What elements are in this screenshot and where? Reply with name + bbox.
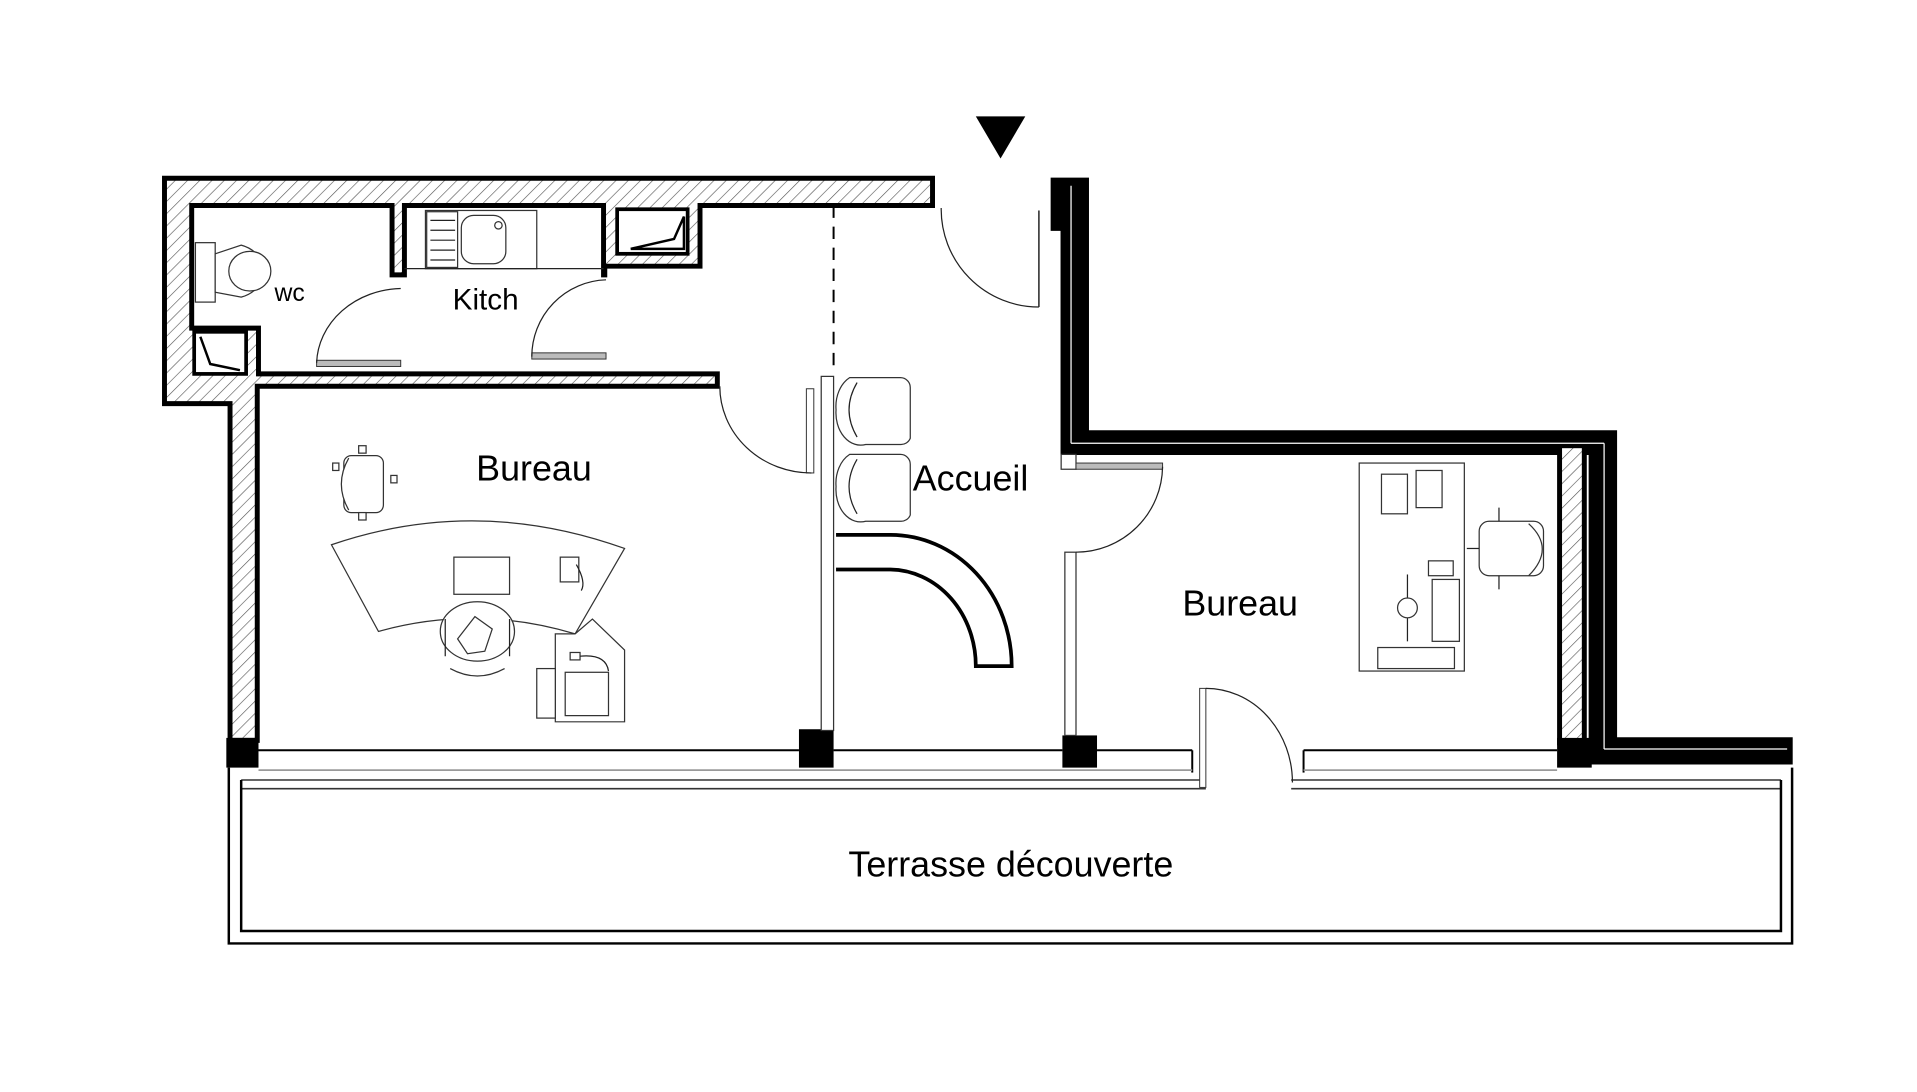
partitions: [820, 205, 1077, 737]
side-return-desk: [536, 618, 626, 723]
doors: [315, 207, 1294, 788]
pillar: [1062, 735, 1098, 768]
waiting-chair-icon: [835, 453, 911, 523]
reception-counter: [836, 533, 1014, 668]
toilet-icon: [194, 242, 272, 303]
terrace-outline: [227, 767, 1794, 945]
room-label-bureau-right: Bureau: [1182, 583, 1298, 623]
pillar: [798, 729, 834, 768]
room-label-wc: wc: [274, 280, 305, 307]
office-chair-icon: [332, 445, 398, 521]
kitchen-sink-icon: [404, 209, 604, 270]
room-label-kitchen: Kitch: [453, 284, 519, 317]
desk-right: [1358, 462, 1465, 672]
pillar: [1557, 737, 1592, 768]
shower-tray-icon: [630, 216, 686, 251]
waiting-chair-icon: [835, 377, 911, 446]
room-label-bureau-left: Bureau: [476, 448, 592, 488]
pillar: [226, 737, 259, 768]
curved-desk: [330, 520, 626, 635]
glazed-facade: [241, 749, 1781, 790]
office-chair-icon: [1466, 507, 1545, 590]
entrance-arrow-icon: [975, 116, 1026, 159]
room-label-terrasse: Terrasse découverte: [848, 845, 1173, 885]
person-seated-icon: [439, 601, 516, 677]
shower-tray-icon: [199, 336, 241, 372]
room-label-accueil: Accueil: [913, 458, 1029, 498]
